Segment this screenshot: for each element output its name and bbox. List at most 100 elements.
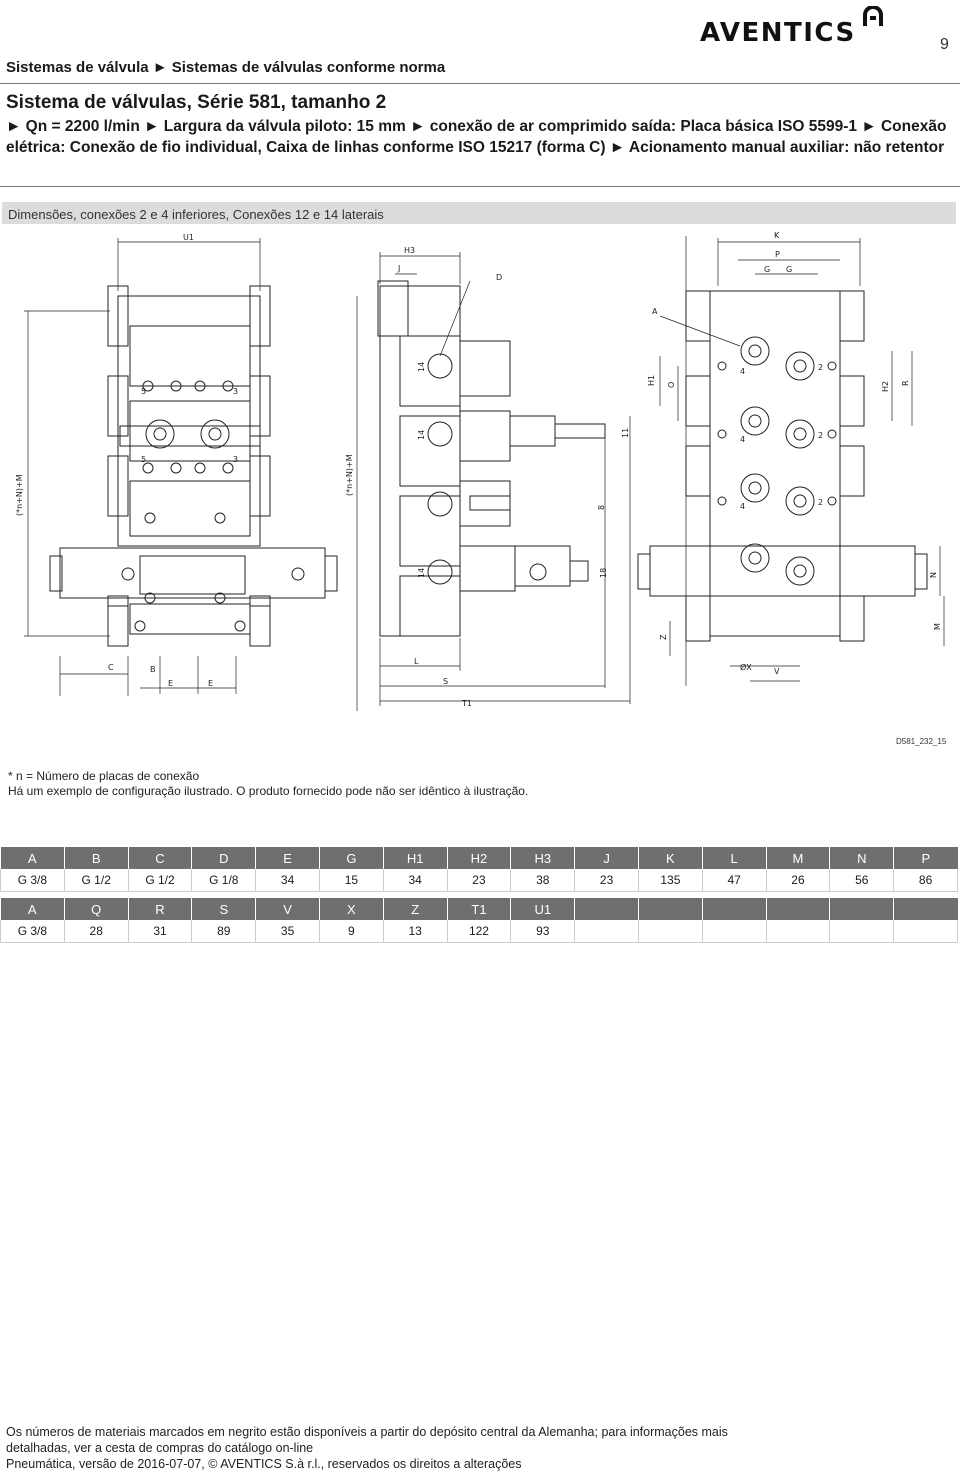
dim-label-14c: 14 — [417, 568, 426, 578]
table-header-cell: U1 — [510, 898, 576, 920]
table-cell: 93 — [510, 920, 575, 943]
dim-label-n: N — [929, 572, 938, 578]
dim-label-port-4b: 4 — [740, 435, 745, 444]
dim-label-e2: E — [208, 679, 213, 688]
table-cell: 13 — [382, 920, 448, 943]
table-header-cell: H2 — [447, 847, 512, 869]
aventics-logo: AVENTICS — [700, 4, 890, 52]
table-header-cell: A — [0, 898, 65, 920]
table-header-cell: N — [829, 847, 895, 869]
table-cell: 28 — [63, 920, 129, 943]
table-header-row: A Q R S V X Z T1 U1 — [0, 898, 958, 920]
dimension-table-2: A Q R S V X Z T1 U1 G 3/8 28 31 89 35 9 … — [0, 898, 958, 943]
table-header-cell: E — [255, 847, 320, 869]
subtitle-divider — [0, 186, 960, 187]
header-divider — [0, 83, 960, 84]
dim-label-d: D — [496, 273, 502, 282]
footer-line-2: detalhadas, ver a cesta de compras do ca… — [6, 1441, 314, 1455]
dim-label-11: 11 — [621, 428, 630, 438]
table-header-cell — [638, 898, 703, 920]
table-header-cell — [702, 898, 767, 920]
logo-a-mark-icon — [863, 6, 883, 26]
dim-label-t1: T1 — [461, 699, 472, 708]
table-header-cell: X — [319, 898, 384, 920]
table-cell: 56 — [829, 869, 894, 892]
dim-label-c: C — [108, 663, 114, 672]
section-heading: Dimensões, conexões 2 e 4 inferiores, Co… — [2, 202, 956, 224]
breadcrumb: Sistemas de válvula ► Sistemas de válvul… — [6, 59, 446, 76]
table-cell — [765, 920, 830, 943]
dim-label-14b: 14 — [417, 430, 426, 440]
table-header-row: A B C D E G H1 H2 H3 J K L M N P — [0, 847, 958, 869]
table-cell — [893, 920, 958, 943]
table-cell: 26 — [765, 869, 830, 892]
table-cell: 34 — [382, 869, 448, 892]
dim-label-18: 18 — [599, 568, 608, 578]
table-header-cell — [893, 898, 958, 920]
dim-label-r: R — [901, 380, 910, 386]
page-subtitle: ► Qn = 2200 l/min ► Largura da válvula p… — [6, 118, 947, 156]
table-cell: 23 — [574, 869, 639, 892]
table-header-cell: R — [128, 898, 193, 920]
dim-label-l: L — [414, 657, 419, 666]
table-cell: G 1/8 — [191, 869, 256, 892]
dim-label-port-4c: 4 — [740, 502, 745, 511]
footnote-line-2: Há um exemplo de configuração ilustrado.… — [8, 784, 529, 798]
dim-label-port-5b: 5 — [141, 455, 146, 464]
dim-label-14a: 14 — [417, 362, 426, 372]
table-cell — [829, 920, 894, 943]
table-cell: 89 — [191, 920, 256, 943]
dim-label-e1: E — [168, 679, 173, 688]
table-header-cell: C — [128, 847, 193, 869]
technical-drawing: U1 (*n+N)+M C B E E 5 3 5 3 — [15, 231, 945, 711]
dim-label-port-4a: 4 — [740, 367, 745, 376]
dim-label-a: A — [652, 307, 658, 316]
table-cell: 38 — [510, 869, 575, 892]
table-cell: 23 — [446, 869, 511, 892]
dim-label-k: K — [774, 231, 780, 240]
dim-label-8: 8 — [597, 505, 606, 510]
table-cell: G 1/2 — [127, 869, 192, 892]
page-title: Sistema de válvulas, Série 581, tamanho … — [6, 92, 387, 113]
table-header-cell: B — [64, 847, 129, 869]
dim-label-h2: H2 — [881, 381, 890, 392]
table-header-cell: H1 — [383, 847, 448, 869]
dim-label-g2: G — [786, 265, 792, 274]
table-cell: 135 — [637, 869, 703, 892]
footnote-line-1: * n = Número de placas de conexão — [8, 769, 200, 783]
logo-wordmark: AVENTICS — [700, 18, 856, 48]
drawing-code: D581_232_15 — [896, 737, 947, 746]
table-cell: 35 — [255, 920, 320, 943]
table-header-cell: H3 — [510, 847, 576, 869]
table-cell: G 3/8 — [0, 869, 65, 892]
table-header-cell: K — [638, 847, 703, 869]
dim-label-b: B — [150, 665, 156, 674]
table-header-cell — [829, 898, 895, 920]
table-cell: 34 — [255, 869, 320, 892]
table-row: G 3/8 28 31 89 35 9 13 122 93 — [0, 920, 958, 943]
dim-label-port-2c: 2 — [818, 498, 823, 507]
table-header-cell: T1 — [447, 898, 512, 920]
dim-label-z: Z — [659, 634, 668, 640]
table-header-cell: S — [191, 898, 257, 920]
table-header-cell — [574, 898, 639, 920]
table-header-cell — [766, 898, 831, 920]
table-header-cell: J — [574, 847, 639, 869]
dim-label-u1: U1 — [183, 233, 194, 242]
table-header-cell: M — [766, 847, 831, 869]
dim-label-x: ØX — [740, 662, 752, 672]
table-header-cell: V — [255, 898, 320, 920]
dimension-table-1: A B C D E G H1 H2 H3 J K L M N P G 3/8 G… — [0, 847, 958, 892]
dim-label-m: M — [933, 623, 942, 630]
page-number: 9 — [940, 36, 949, 53]
table-header-cell: L — [702, 847, 767, 869]
table-header-cell: G — [319, 847, 384, 869]
dim-label-s: S — [443, 677, 448, 686]
table-cell: 15 — [318, 869, 384, 892]
dim-label-h1: H1 — [647, 375, 656, 386]
page-footer: Os números de materiais marcados em negr… — [6, 1424, 946, 1472]
dim-label-p: P — [775, 250, 780, 259]
table-header-cell: A — [0, 847, 65, 869]
table-cell: G 3/8 — [0, 920, 65, 943]
table-cell: 31 — [127, 920, 192, 943]
